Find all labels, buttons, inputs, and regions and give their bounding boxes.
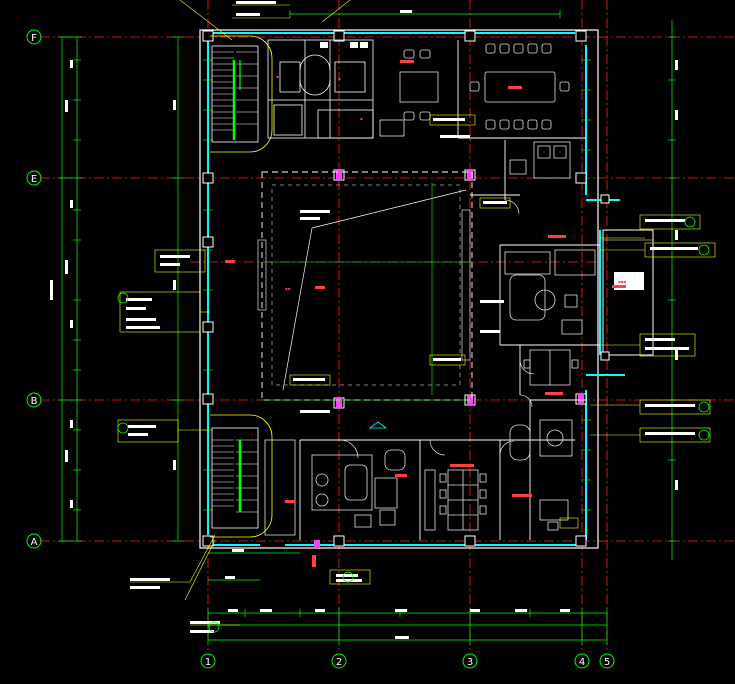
conference-table-group <box>379 43 570 137</box>
annotations <box>117 0 716 626</box>
axis-label-B: B <box>31 396 38 407</box>
axis-label-A: A <box>31 537 38 548</box>
svg-text:▪▪▪: ▪▪▪ <box>618 279 626 284</box>
interior-walls <box>299 40 600 540</box>
axis-bubble-5: 5 <box>599 653 615 669</box>
axis-bubble-E: E <box>26 170 42 186</box>
service-rooms: ▪ ▪ ▪ <box>267 39 374 139</box>
axis-bubble-1: 1 <box>200 653 216 669</box>
svg-text:▪: ▪ <box>338 76 341 81</box>
axis-label-E: E <box>31 174 37 185</box>
central-atrium: ▪▪ <box>257 171 473 401</box>
axis-bubble-A: A <box>26 533 42 549</box>
stair-top <box>210 35 273 153</box>
svg-text:▪: ▪ <box>276 74 279 79</box>
svg-text:▪: ▪ <box>360 116 363 121</box>
lounge-furniture <box>264 439 487 536</box>
axis-bubble-B: B <box>26 392 42 408</box>
axis-grid <box>40 0 735 650</box>
columns <box>202 30 610 547</box>
axis-bubble-F: F <box>26 29 42 45</box>
stair-bottom <box>210 414 273 538</box>
outer-wall <box>199 29 599 549</box>
annotation-text-marks <box>126 1 698 633</box>
axis-bubbles: F E B A 1 2 3 4 <box>26 29 615 669</box>
axis-bubble-2: 2 <box>331 653 347 669</box>
section-marks <box>117 216 710 633</box>
svg-text:▪▪: ▪▪ <box>285 286 291 291</box>
axis-bubble-4: 4 <box>574 653 590 669</box>
dimension-text-marks <box>50 10 678 639</box>
axis-bubble-3: 3 <box>462 653 478 669</box>
exterior-walls: ▪▪▪ <box>199 29 654 549</box>
office-furniture <box>504 141 596 531</box>
axis-label-2: 2 <box>336 657 342 668</box>
axis-label-3: 3 <box>467 657 473 668</box>
axis-label-1: 1 <box>205 657 211 668</box>
axis-label-4: 4 <box>579 657 585 668</box>
door-swings <box>339 199 535 459</box>
axis-label-5: 5 <box>604 657 610 668</box>
axis-label-F: F <box>31 33 37 44</box>
room-labels <box>225 60 626 567</box>
dimension-chains <box>58 10 676 645</box>
